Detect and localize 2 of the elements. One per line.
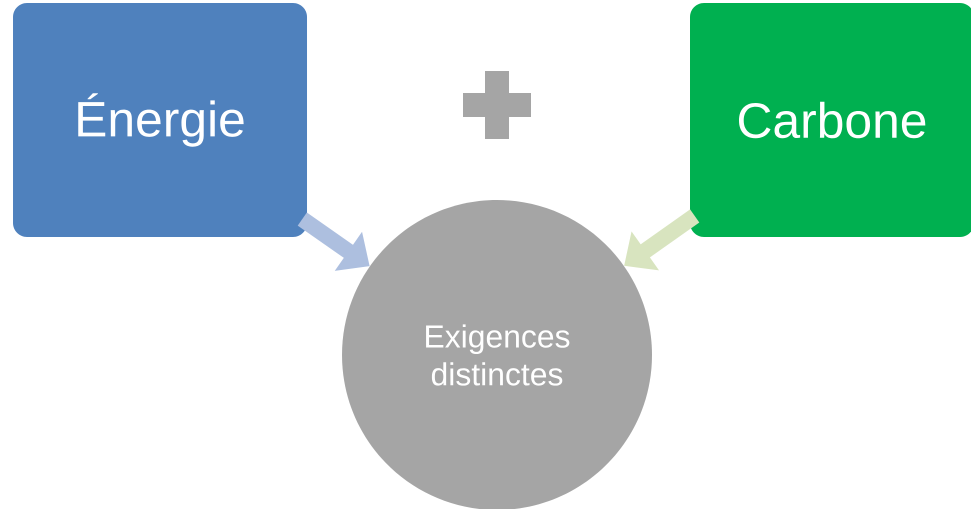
process-box: Carbone [690,3,971,237]
process-box: Énergie [13,3,307,237]
